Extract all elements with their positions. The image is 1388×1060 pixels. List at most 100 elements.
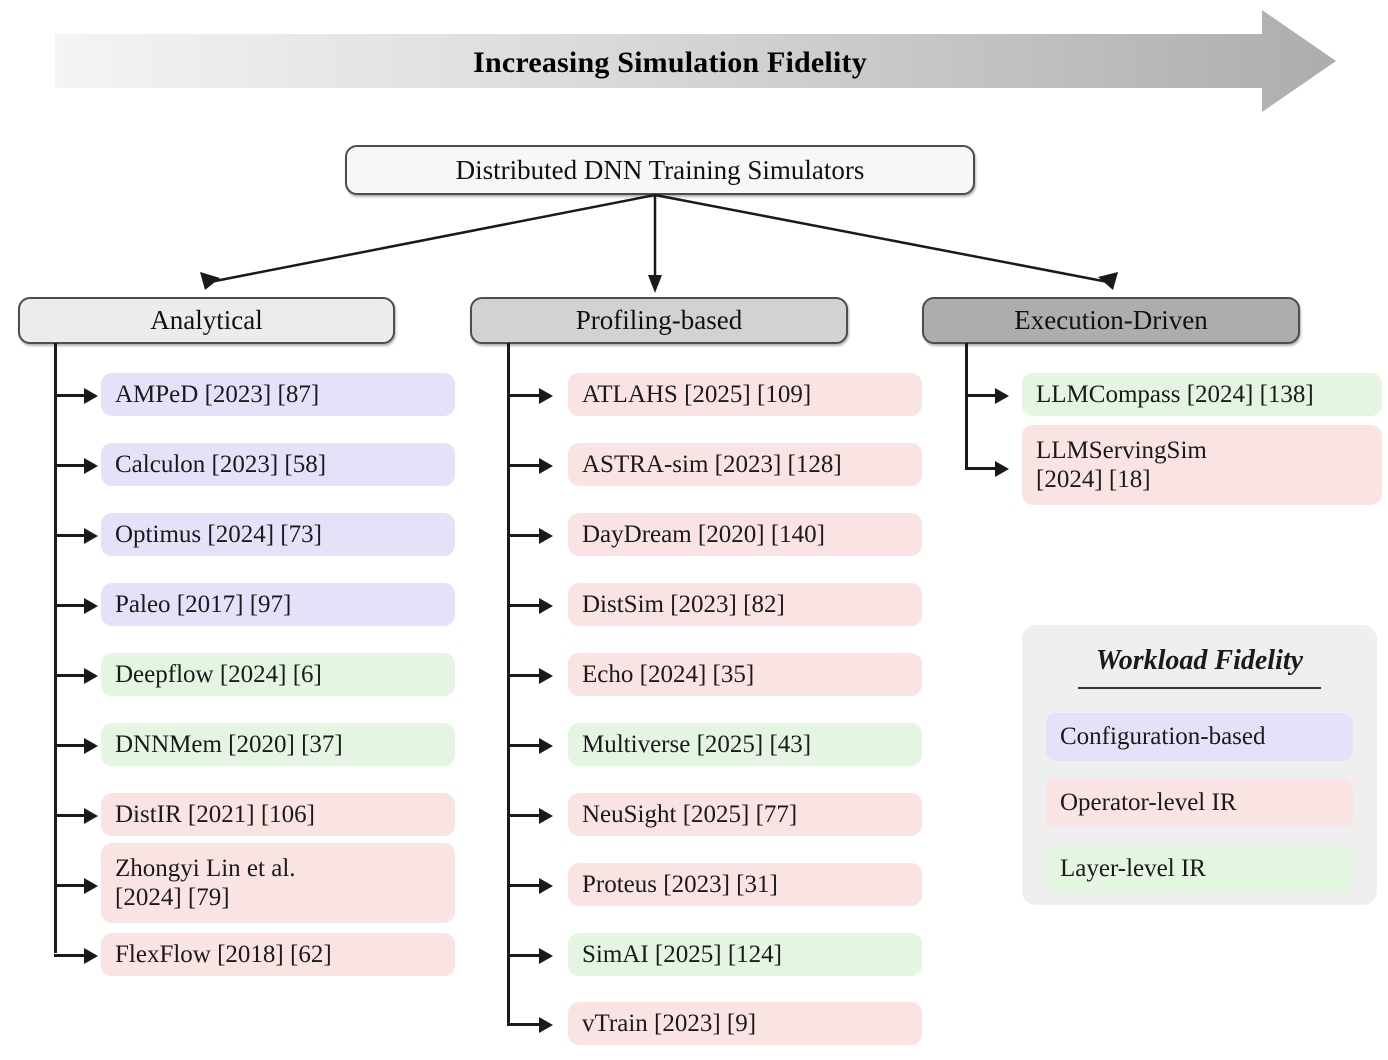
legend-item-layer-level-ir-label: Layer-level IR: [1060, 855, 1206, 882]
branch-arrow-icon: [539, 458, 553, 474]
leaf-distir[interactable]: DistIR [2021] [106]: [101, 793, 455, 836]
branch-arrow-icon: [84, 808, 98, 824]
leaf-paleo[interactable]: Paleo [2017] [97]: [101, 583, 455, 626]
branch-line: [507, 954, 541, 957]
branch-arrow-icon: [539, 808, 553, 824]
branch-line: [507, 464, 541, 467]
trunk-profiling: [507, 343, 510, 1023]
leaf-multiverse[interactable]: Multiverse [2025] [43]: [568, 723, 922, 766]
leaf-amped[interactable]: AMPeD [2023] [87]: [101, 373, 455, 416]
branch-arrow-icon: [84, 878, 98, 894]
leaf-atlahs[interactable]: ATLAHS [2025] [109]: [568, 373, 922, 416]
branch-arrow-icon: [995, 461, 1009, 477]
branch-line: [54, 534, 86, 537]
page-title: Increasing Simulation Fidelity: [473, 46, 867, 79]
leaf-echo[interactable]: Echo [2024] [35]: [568, 653, 922, 696]
branch-arrow-icon: [84, 458, 98, 474]
branch-arrow-icon: [539, 598, 553, 614]
leaf-deepflow-label: Deepflow [2024] [6]: [115, 660, 322, 688]
leaf-vtrain-label: vTrain [2023] [9]: [582, 1009, 757, 1037]
branch-line: [54, 604, 86, 607]
branch-line: [54, 464, 86, 467]
root-branch-connectors: [200, 193, 1118, 293]
category-analytical[interactable]: Analytical: [18, 297, 395, 344]
legend-title-underline: [1078, 687, 1321, 689]
leaf-dnnmem-label: DNNMem [2020] [37]: [115, 730, 343, 758]
category-profiling-based[interactable]: Profiling-based: [470, 297, 848, 344]
leaf-distsim-label: DistSim [2023] [82]: [582, 590, 785, 618]
category-analytical-label: Analytical: [150, 305, 263, 335]
leaf-paleo-label: Paleo [2017] [97]: [115, 590, 292, 618]
leaf-vtrain[interactable]: vTrain [2023] [9]: [568, 1002, 922, 1045]
branch-line: [507, 744, 541, 747]
leaf-atlahs-label: ATLAHS [2025] [109]: [582, 380, 812, 408]
leaf-distir-label: DistIR [2021] [106]: [115, 800, 315, 828]
branch-line: [507, 1023, 541, 1026]
leaf-zhongyi-lin-label-line2: [2024] [79]: [115, 884, 230, 911]
leaf-proteus[interactable]: Proteus [2023] [31]: [568, 863, 922, 906]
root-node-label: Distributed DNN Training Simulators: [455, 154, 865, 185]
branch-line: [54, 814, 86, 817]
leaf-multiverse-label: Multiverse [2025] [43]: [582, 730, 812, 758]
branch-arrow-icon: [84, 738, 98, 754]
branch-line: [507, 604, 541, 607]
leaf-calculon-label: Calculon [2023] [58]: [115, 450, 327, 478]
leaf-flexflow[interactable]: FlexFlow [2018] [62]: [101, 933, 455, 976]
branch-line: [54, 744, 86, 747]
leaf-astra-sim[interactable]: ASTRA-sim [2023] [128]: [568, 443, 922, 486]
branch-line: [54, 884, 86, 887]
branch-line: [965, 467, 997, 470]
leaf-flexflow-label: FlexFlow [2018] [62]: [115, 940, 332, 968]
leaf-simai[interactable]: SimAI [2025] [124]: [568, 933, 922, 976]
trunk-execution: [965, 343, 968, 470]
leaf-daydream[interactable]: DayDream [2020] [140]: [568, 513, 922, 556]
branch-line: [507, 394, 541, 397]
legend-panel: Workload Fidelity Configuration-based Op…: [1022, 625, 1377, 905]
root-node[interactable]: Distributed DNN Training Simulators: [345, 145, 975, 195]
leaf-calculon[interactable]: Calculon [2023] [58]: [101, 443, 455, 486]
increasing-fidelity-arrow: [55, 10, 1336, 112]
branch-arrow-icon: [84, 528, 98, 544]
branch-arrow-icon: [539, 948, 553, 964]
branch-line: [54, 674, 86, 677]
branch-line: [507, 884, 541, 887]
branch-line: [507, 534, 541, 537]
leaf-llmservingsim[interactable]: LLMServingSim [2024] [18]: [1022, 425, 1382, 505]
branch-arrow-icon: [539, 738, 553, 754]
branch-line: [507, 674, 541, 677]
category-profiling-based-label: Profiling-based: [575, 305, 743, 335]
leaf-neusight[interactable]: NeuSight [2025] [77]: [568, 793, 922, 836]
legend-item-operator-level-ir[interactable]: Operator-level IR: [1046, 779, 1353, 827]
leaf-astra-sim-label: ASTRA-sim [2023] [128]: [582, 450, 842, 478]
branch-arrow-icon: [539, 388, 553, 404]
leaf-llmservingsim-label-line1: LLMServingSim: [1036, 436, 1207, 464]
leaf-zhongyi-lin[interactable]: Zhongyi Lin et al. [2024] [79]: [101, 843, 455, 923]
legend-item-configuration-based[interactable]: Configuration-based: [1046, 713, 1353, 761]
branch-line: [54, 394, 86, 397]
branch-arrow-icon: [84, 598, 98, 614]
legend-item-configuration-based-label: Configuration-based: [1060, 723, 1266, 750]
leaf-llmcompass[interactable]: LLMCompass [2024] [138]: [1022, 373, 1382, 416]
legend-item-layer-level-ir[interactable]: Layer-level IR: [1046, 845, 1353, 893]
leaf-llmcompass-label: LLMCompass [2024] [138]: [1036, 380, 1314, 408]
leaf-echo-label: Echo [2024] [35]: [582, 660, 755, 688]
leaf-simai-label: SimAI [2025] [124]: [582, 940, 782, 968]
leaf-amped-label: AMPeD [2023] [87]: [115, 380, 320, 408]
leaf-daydream-label: DayDream [2020] [140]: [582, 520, 825, 548]
branch-arrow-icon: [995, 388, 1009, 404]
category-execution-driven[interactable]: Execution-Driven: [922, 297, 1300, 344]
leaf-dnnmem[interactable]: DNNMem [2020] [37]: [101, 723, 455, 766]
category-execution-driven-label: Execution-Driven: [1014, 305, 1208, 335]
branch-line: [965, 394, 997, 397]
legend-title: Workload Fidelity: [1095, 645, 1304, 676]
branch-arrow-icon: [539, 668, 553, 684]
trunk-analytical: [54, 343, 57, 953]
branch-line: [54, 954, 86, 957]
leaf-proteus-label: Proteus [2023] [31]: [582, 870, 778, 898]
leaf-llmservingsim-label-line2: [2024] [18]: [1036, 466, 1151, 493]
leaf-deepflow[interactable]: Deepflow [2024] [6]: [101, 653, 455, 696]
branch-arrow-icon: [84, 948, 98, 964]
leaf-distsim[interactable]: DistSim [2023] [82]: [568, 583, 922, 626]
leaf-optimus[interactable]: Optimus [2024] [73]: [101, 513, 455, 556]
